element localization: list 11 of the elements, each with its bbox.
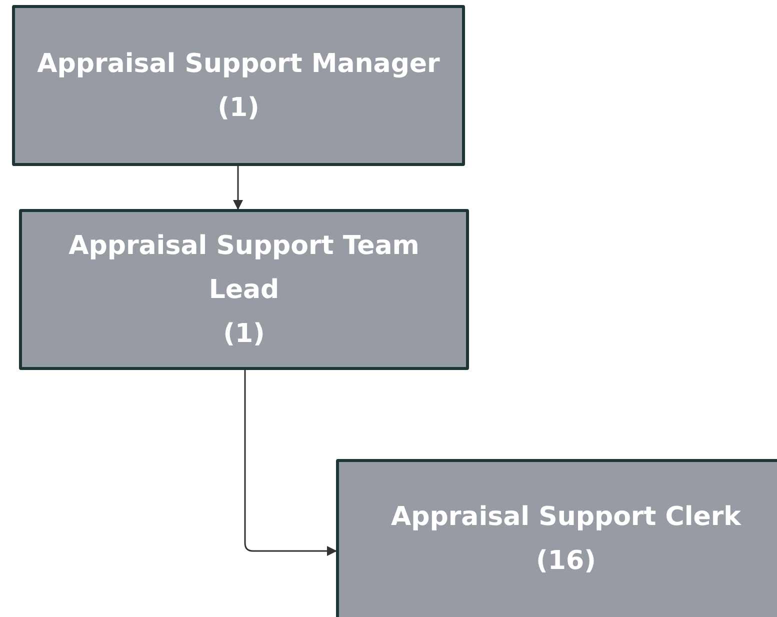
- role-title: (16): [536, 545, 596, 578]
- role-box: [336, 459, 777, 617]
- role-box: [12, 5, 465, 166]
- role-title: (1): [223, 318, 265, 350]
- role-title: Appraisal Support Team Lead: [68, 230, 420, 306]
- role-title: Appraisal Support Clerk: [391, 501, 741, 534]
- connector-arrow: [233, 166, 243, 210]
- role-title: (1): [218, 92, 260, 124]
- role-box: [19, 209, 469, 370]
- role-title: Appraisal Support Manager: [37, 48, 440, 80]
- connector-arrow: [244, 370, 337, 556]
